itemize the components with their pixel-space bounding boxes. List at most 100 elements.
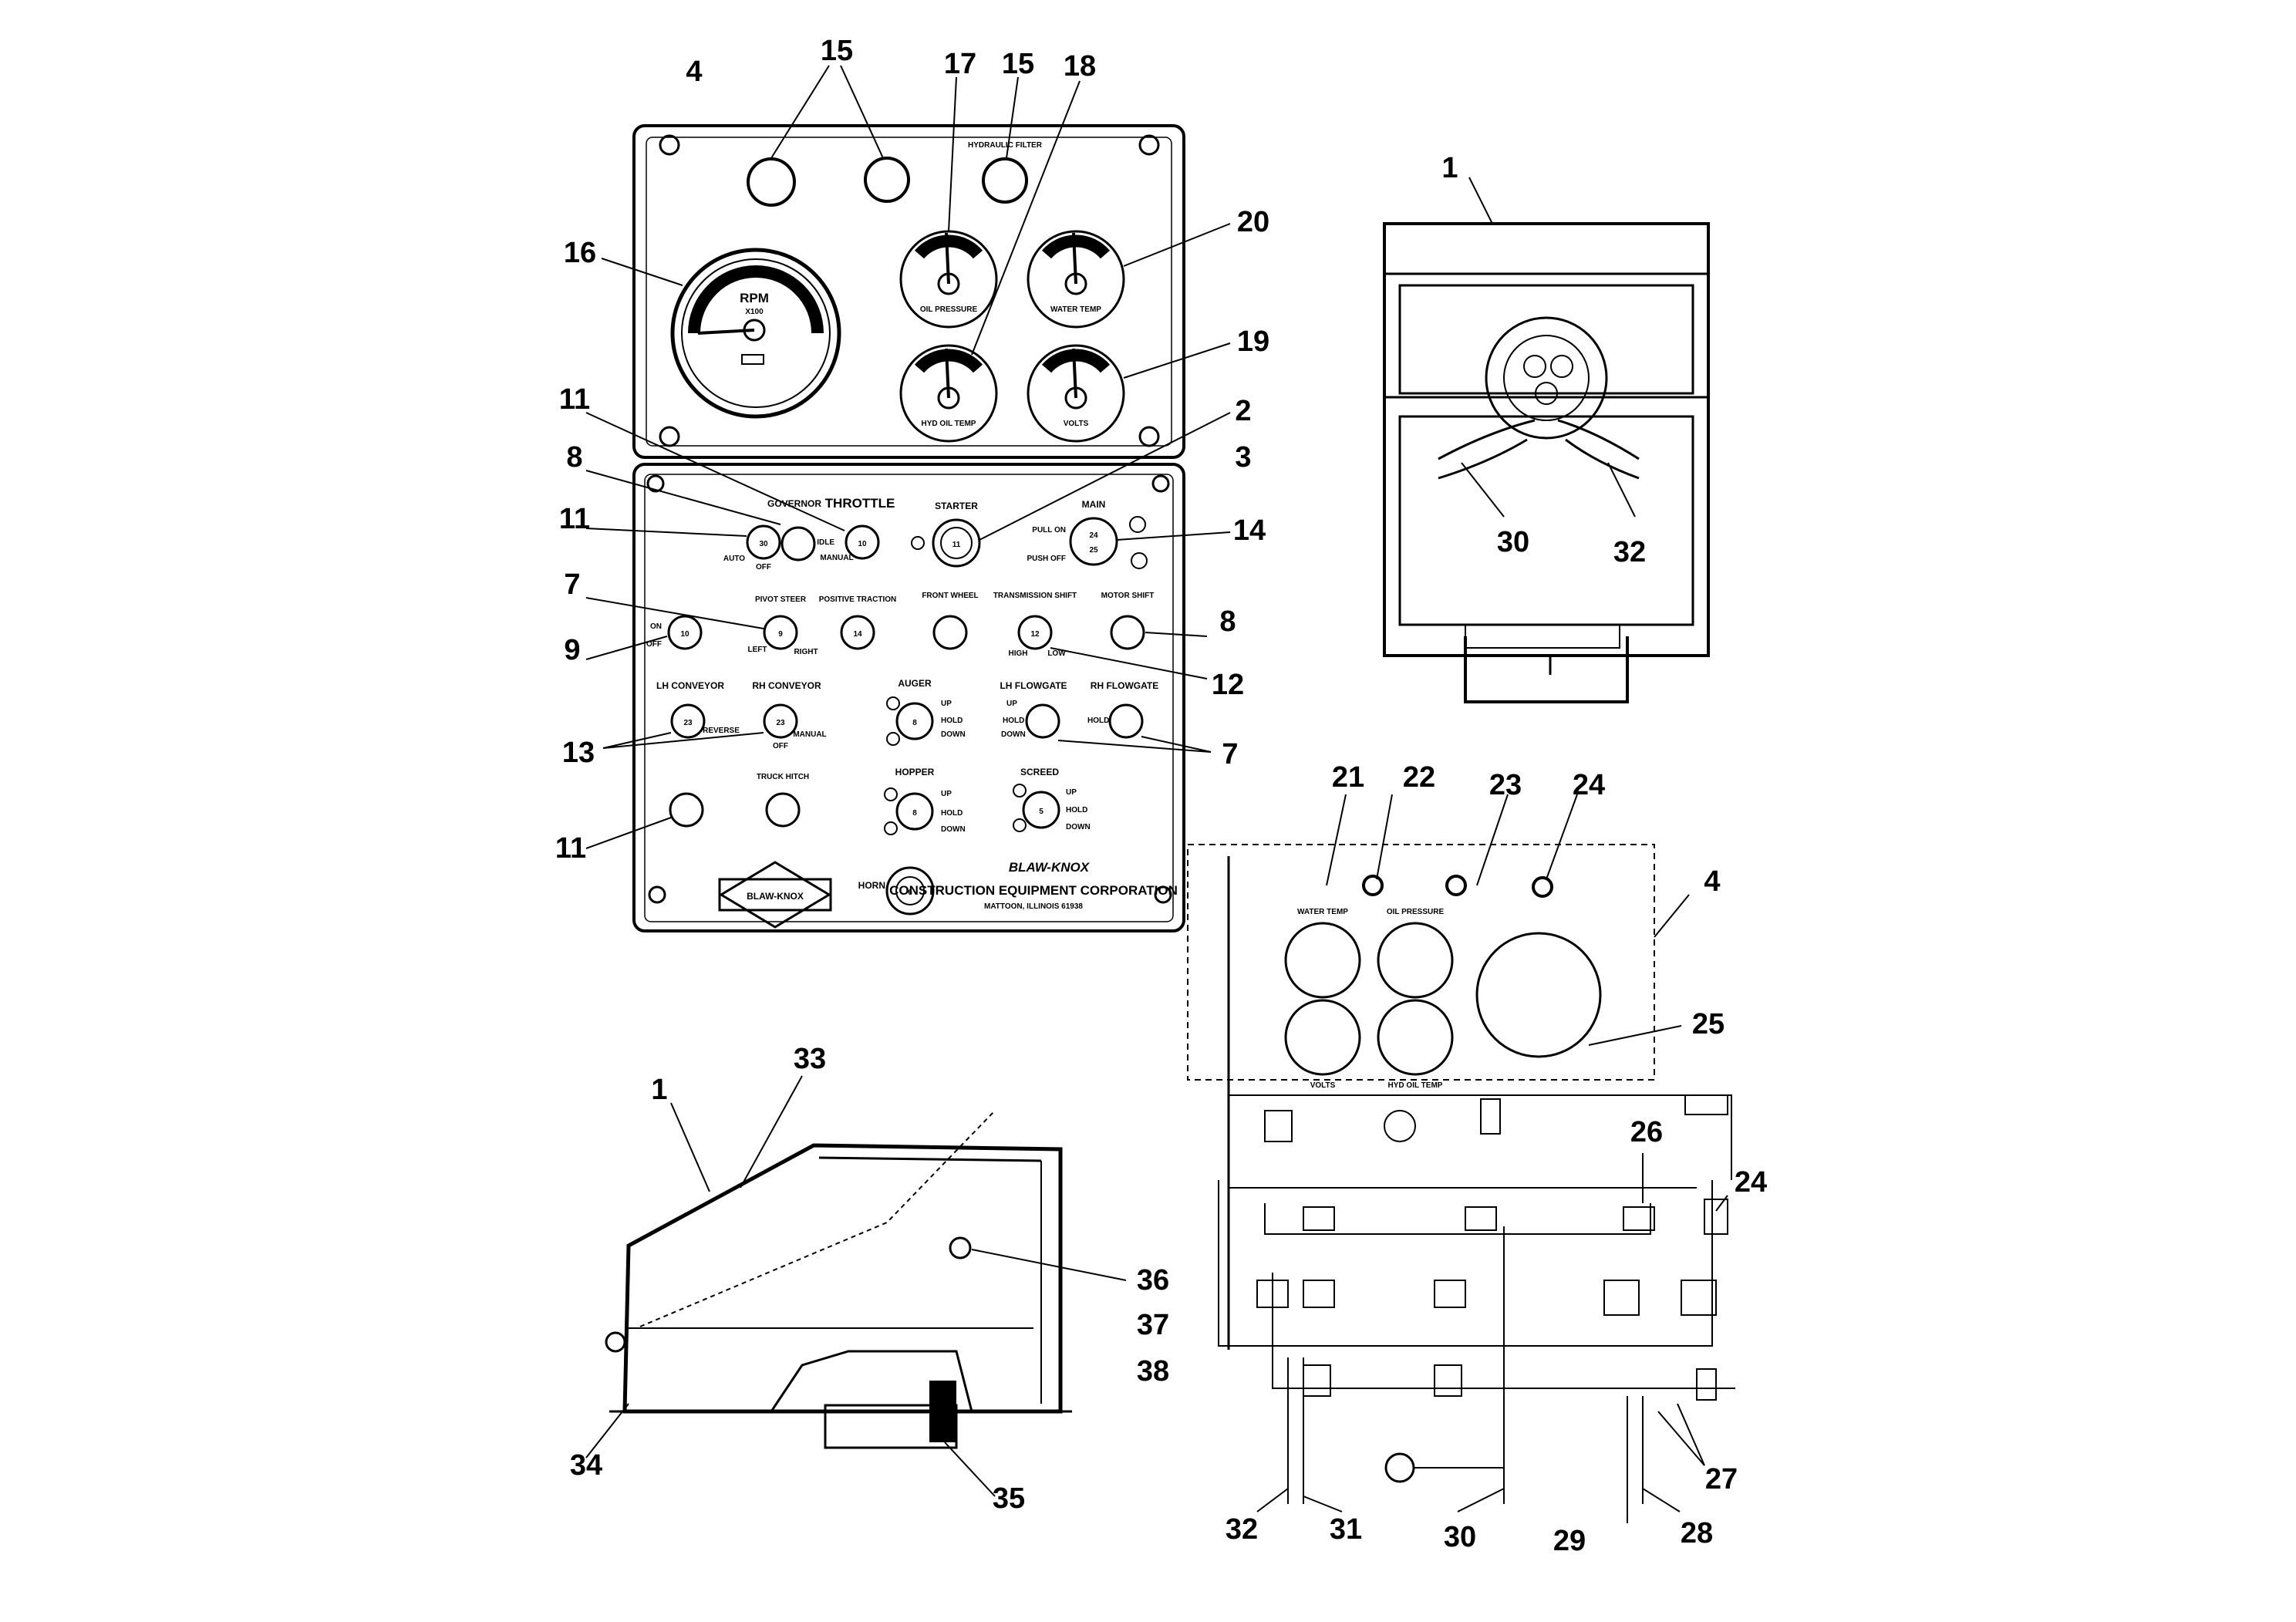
svg-text:25: 25	[1089, 546, 1098, 555]
panel-screws	[659, 134, 1160, 447]
motor-shift-label: MOTOR SHIFT	[1101, 592, 1155, 600]
console-front-view	[1383, 222, 1710, 703]
rh-flowgate-label: RH FLOWGATE	[1091, 680, 1158, 691]
callout-23: 23	[1489, 769, 1522, 801]
water-temp-gauge: WATER TEMP	[1027, 230, 1125, 329]
callout-29: 29	[1553, 1525, 1586, 1557]
svg-text:5: 5	[1039, 808, 1043, 816]
svg-text:10: 10	[858, 540, 867, 548]
svg-text:REVERSE: REVERSE	[703, 727, 740, 735]
knob-row-1: GOVERNOR 30 AUTO OFF THROTTLE 10 IDLE MA…	[723, 496, 1148, 572]
svg-text:LOW: LOW	[1047, 649, 1066, 658]
callout-30-b: 30	[1444, 1521, 1476, 1553]
wiring-water-temp: WATER TEMP	[1297, 908, 1348, 916]
svg-text:23: 23	[683, 719, 693, 727]
callout-25: 25	[1692, 1008, 1725, 1040]
wiring-diagram: WATER TEMP OIL PRESSURE VOLTS HYD OIL TE…	[1187, 844, 1735, 1504]
screed-label: SCREED	[1020, 767, 1059, 777]
rpm-label: RPM	[740, 291, 769, 305]
callout-30-a: 30	[1497, 526, 1529, 558]
wiring-hyd-oil-temp: HYD OIL TEMP	[1388, 1081, 1443, 1090]
svg-text:PULL ON: PULL ON	[1032, 526, 1066, 534]
front-wheel-label: FRONT WHEEL	[922, 592, 978, 600]
callout-18: 18	[1064, 50, 1096, 83]
knob-row-2: 10 ON OFF PIVOT STEER 9 LEFT RIGHT POSIT…	[646, 592, 1154, 658]
callout-24-b: 24	[1735, 1166, 1767, 1199]
callout-28: 28	[1681, 1517, 1713, 1549]
svg-text:MANUAL: MANUAL	[793, 730, 826, 739]
callout-38: 38	[1137, 1355, 1169, 1388]
callout-12: 12	[1212, 669, 1244, 701]
svg-text:12: 12	[1030, 630, 1040, 639]
callout-7-b: 7	[1222, 738, 1238, 771]
callout-34: 34	[570, 1449, 602, 1482]
callout-21: 21	[1332, 761, 1364, 794]
callout-4-wiring: 4	[1704, 865, 1720, 898]
wiring-oil-pressure: OIL PRESSURE	[1387, 908, 1445, 916]
svg-text:HIGH: HIGH	[1009, 649, 1028, 658]
hopper-label: HOPPER	[895, 767, 935, 777]
lh-flowgate-label: LH FLOWGATE	[1000, 680, 1067, 691]
water-temp-label: WATER TEMP	[1050, 305, 1101, 314]
rh-conveyor-label: RH CONVEYOR	[752, 680, 821, 691]
svg-text:UP: UP	[1006, 700, 1017, 708]
svg-text:HOLD: HOLD	[1003, 717, 1024, 725]
svg-text:HOLD: HOLD	[1087, 717, 1109, 725]
volts-label: VOLTS	[1064, 420, 1089, 428]
svg-text:AUTO: AUTO	[723, 555, 745, 563]
svg-text:DOWN: DOWN	[941, 825, 966, 834]
callout-11-b: 11	[559, 503, 590, 535]
throttle-label: THROTTLE	[825, 496, 895, 511]
callout-15-a: 15	[821, 35, 853, 67]
callout-36: 36	[1137, 1264, 1169, 1297]
svg-text:8: 8	[912, 719, 917, 727]
svg-text:HOLD: HOLD	[941, 717, 963, 725]
callout-11-a: 11	[559, 383, 590, 416]
knob-row-4: TRUCK HITCH HOPPER 8 UP HOLD DOWN SCREED…	[669, 767, 1091, 835]
truck-hitch-label: TRUCK HITCH	[757, 773, 809, 781]
oil-pressure-label: OIL PRESSURE	[920, 305, 978, 314]
svg-text:23: 23	[776, 719, 785, 727]
console-side-view	[605, 1110, 1072, 1449]
svg-text:IDLE: IDLE	[817, 538, 834, 547]
svg-text:OFF: OFF	[646, 640, 662, 649]
rpm-multiplier: X100	[745, 308, 764, 316]
callout-7-a: 7	[564, 568, 580, 601]
callout-32-b: 32	[1226, 1513, 1258, 1546]
svg-text:6: 6	[908, 889, 912, 897]
svg-text:11: 11	[952, 541, 961, 549]
callout-15-b: 15	[1002, 48, 1034, 80]
callout-20: 20	[1237, 206, 1269, 238]
switch-panel: GOVERNOR 30 AUTO OFF THROTTLE 10 IDLE MA…	[632, 463, 1185, 932]
svg-text:DOWN: DOWN	[1001, 730, 1026, 739]
callout-2: 2	[1235, 395, 1251, 427]
horn-label: HORN	[858, 880, 885, 891]
callout-1-top: 1	[1441, 152, 1458, 184]
callout-numbers: 4 15 17 15 18 16 20 19 2 3 14 11 8 11 7 …	[555, 35, 1767, 1557]
svg-text:DOWN: DOWN	[941, 730, 966, 739]
callout-22: 22	[1403, 761, 1435, 794]
callout-35: 35	[993, 1482, 1025, 1515]
oil-pressure-gauge: OIL PRESSURE	[899, 230, 998, 329]
transmission-shift-label: TRANSMISSION SHIFT	[993, 592, 1077, 600]
callout-24-a: 24	[1573, 769, 1605, 801]
svg-text:RIGHT: RIGHT	[794, 648, 818, 656]
callout-4-top: 4	[686, 56, 702, 88]
callout-9: 9	[564, 634, 580, 666]
main-label: MAIN	[1082, 499, 1106, 510]
gauge-panel: HYDRAULIC FILTER RPM X100 OIL PRESSURE	[632, 124, 1185, 459]
callout-11-c: 11	[555, 832, 586, 865]
panel-footer: BLAW-KNOX HORN 6 BLAW-KNOX CONSTRUCTION …	[718, 860, 1178, 929]
volts-gauge: VOLTS	[1027, 344, 1125, 443]
lh-conveyor-label: LH CONVEYOR	[656, 680, 724, 691]
callout-33: 33	[794, 1043, 826, 1075]
callout-14: 14	[1233, 514, 1266, 547]
svg-text:OFF: OFF	[773, 742, 788, 750]
callout-8-a: 8	[566, 441, 582, 474]
callout-19: 19	[1237, 325, 1269, 358]
svg-text:HOLD: HOLD	[1066, 806, 1087, 814]
svg-text:MANUAL: MANUAL	[820, 554, 853, 562]
svg-text:LEFT: LEFT	[748, 646, 767, 654]
svg-text:UP: UP	[941, 700, 952, 708]
